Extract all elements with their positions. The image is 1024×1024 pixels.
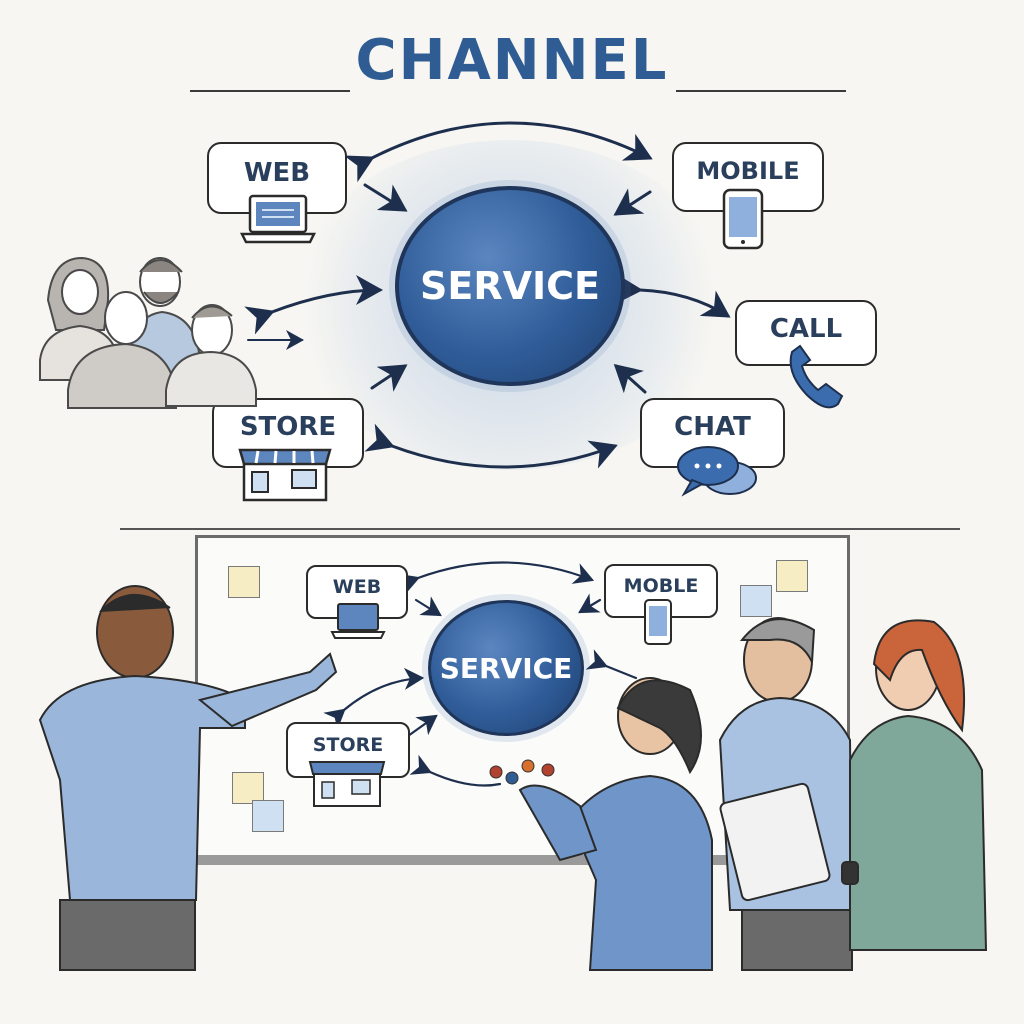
title-rule-left [190,90,350,92]
whiteboard-label-mobile: MOBLE [623,575,699,597]
sticky-note [228,566,260,598]
channel-node-call: CALL [735,300,877,366]
arrow-web-service [363,183,408,212]
whiteboard-node-web: WEB [306,565,408,619]
channel-label-store: STORE [239,412,337,442]
arrow-service-call [615,274,731,318]
whiteboard-service-hub: SERVICE [428,600,584,736]
diagram-title: CHANNEL [355,28,669,93]
channel-label-call: CALL [769,314,843,344]
arrow-people-service [244,275,383,335]
channel-label-mobile: MOBILE [696,157,800,185]
sticky-note [740,585,772,617]
arrow-chat-service [613,363,647,394]
arrow-store-chat [364,423,618,469]
service-hub-label: SERVICE [420,264,600,308]
channel-label-web: WEB [243,158,311,188]
channel-node-store: STORE [212,398,364,468]
service-hub: SERVICE [395,186,625,386]
whiteboard-node-store: STORE [286,722,410,778]
sticky-note [232,772,264,804]
scene-divider [120,528,960,530]
arrow-store-service [370,364,408,392]
whiteboard-label-store: STORE [312,734,384,756]
arrow-web-mobile [343,121,653,183]
whiteboard-tray [195,855,850,865]
whiteboard-label-web: WEB [332,576,382,598]
arrow-mobile-service [613,188,652,216]
channel-label-chat: CHAT [674,412,751,442]
sticky-note [252,800,284,832]
sticky-note [776,560,808,592]
whiteboard-hub-label: SERVICE [439,651,573,685]
title-rule-right [676,90,846,92]
